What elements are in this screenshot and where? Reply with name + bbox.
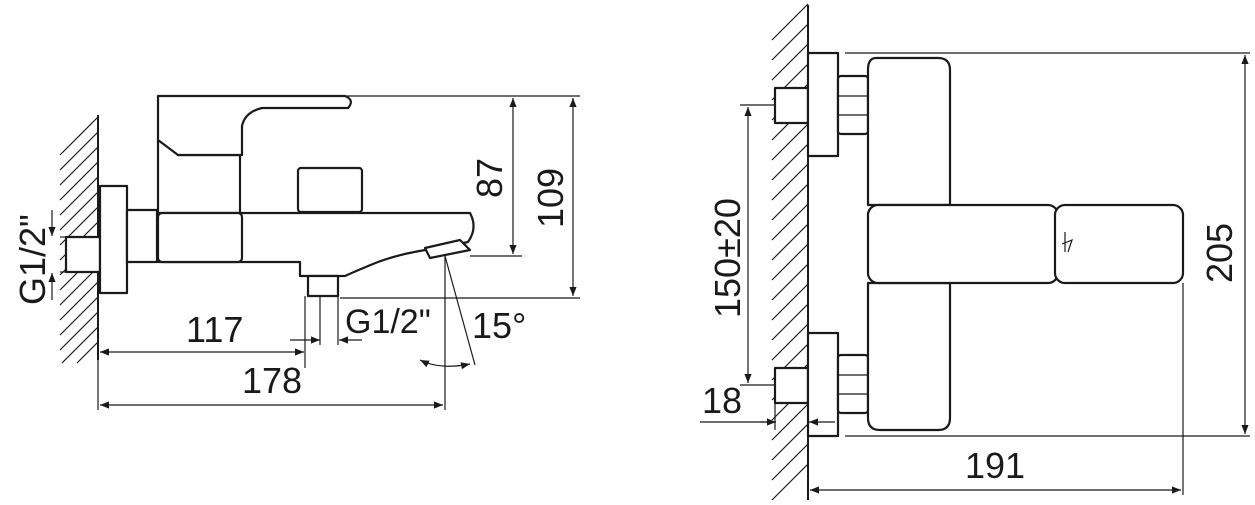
front-connections (773, 51, 870, 438)
label-87: 87 (469, 158, 510, 198)
label-191: 191 (965, 445, 1025, 486)
side-dimensions (48, 95, 580, 410)
front-mixer-body (866, 56, 1185, 432)
label-109: 109 (530, 168, 571, 228)
label-thread-outlet: G1/2" (345, 303, 431, 341)
label-18: 18 (702, 380, 742, 421)
label-205: 205 (1199, 223, 1240, 283)
side-inlet-pipe (64, 235, 102, 274)
side-mixer-body (156, 138, 475, 298)
label-angle-15: 15° (472, 305, 526, 346)
side-wall (59, 115, 99, 364)
front-wall (771, 3, 809, 501)
side-view: G1/2" 117 178 G1/2" 15° 87 109 (12, 94, 580, 410)
label-150: 150±20 (707, 198, 748, 318)
side-rosette (98, 184, 129, 295)
label-117: 117 (186, 309, 243, 350)
label-thread-wall: G1/2" (12, 214, 53, 305)
front-dimensions (700, 52, 1250, 495)
label-178: 178 (242, 360, 302, 401)
front-view: 150±20 18 205 191 (700, 3, 1250, 501)
side-lever-handle (156, 94, 352, 157)
side-connector (125, 208, 159, 264)
